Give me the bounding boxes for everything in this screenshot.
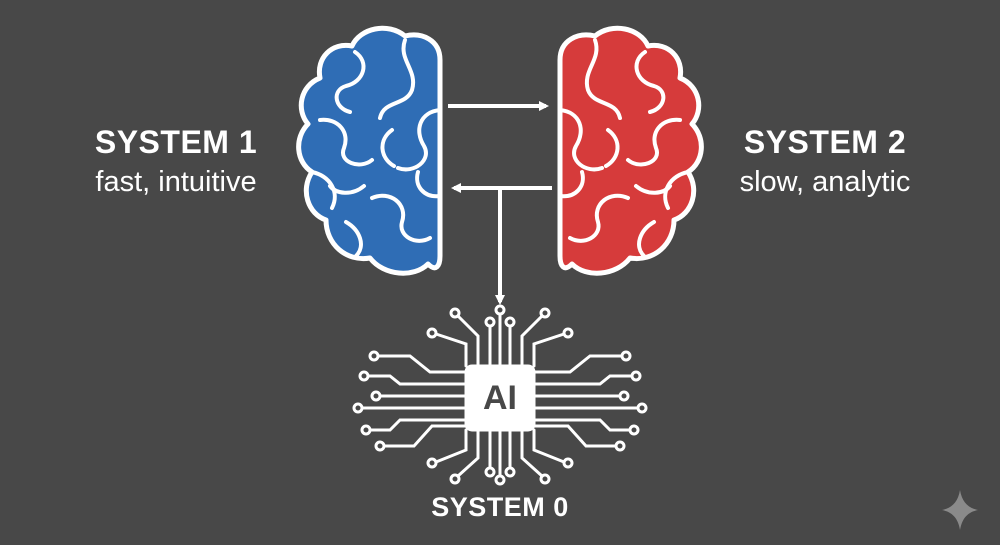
brain-right-shape: [557, 25, 704, 276]
system2-title: SYSTEM 2: [743, 124, 907, 160]
system1-title: SYSTEM 1: [94, 124, 258, 160]
brain-left-icon: [296, 25, 443, 276]
ai-chip-icon: [352, 304, 648, 486]
system1-subtitle: fast, intuitive: [95, 166, 257, 198]
brain-right-icon: [557, 25, 704, 276]
system2-subtitle: slow, analytic: [739, 166, 911, 198]
brain-left-folds: [310, 38, 442, 258]
brain-right-folds: [558, 38, 690, 258]
sparkle-icon: [942, 490, 978, 530]
ai-chip-label: AI: [483, 378, 517, 417]
system0-title: SYSTEM 0: [431, 492, 569, 522]
arrows: [448, 101, 552, 305]
